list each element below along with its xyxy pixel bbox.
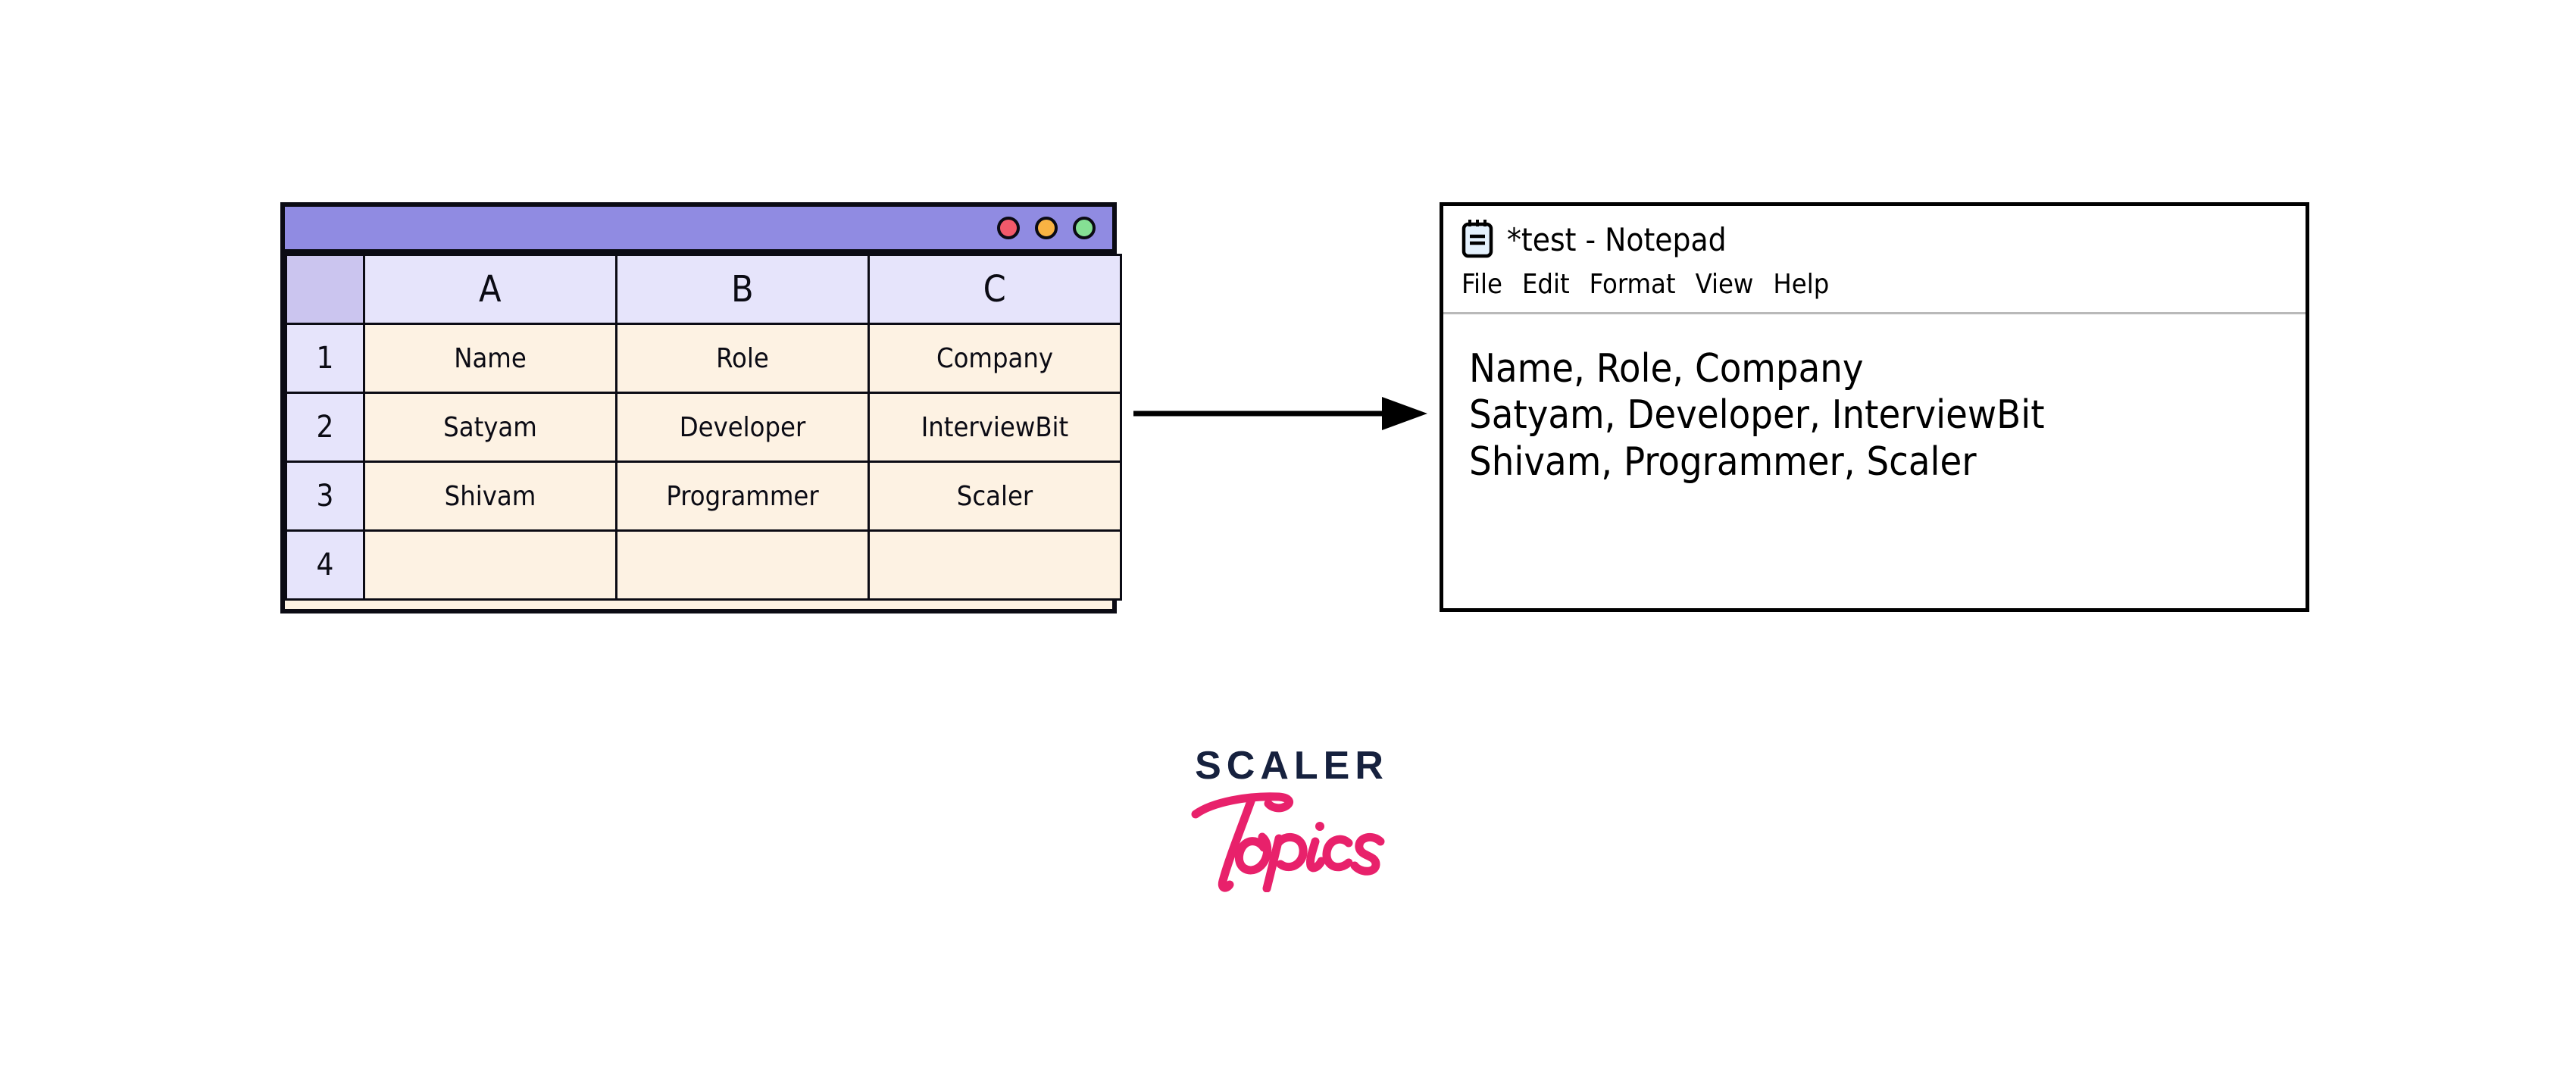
window-controls	[997, 207, 1096, 249]
notepad-text-area[interactable]: Name, Role, Company Satyam, Developer, I…	[1443, 314, 2306, 485]
notepad-window: *test - Notepad File Edit Format View He…	[1440, 202, 2309, 612]
column-header-a[interactable]: A	[363, 254, 617, 325]
logo-topics-text	[1178, 782, 1405, 896]
row-header-4[interactable]: 4	[285, 529, 365, 601]
menu-item-help[interactable]: Help	[1773, 269, 1830, 300]
notepad-line-2: Satyam, Developer, InterviewBit	[1469, 392, 2045, 439]
cell-a2[interactable]: Satyam	[363, 392, 617, 463]
column-header-b[interactable]: B	[615, 254, 870, 325]
minimize-button[interactable]	[1035, 217, 1058, 239]
menu-item-edit[interactable]: Edit	[1521, 269, 1570, 300]
cell-b3[interactable]: Programmer	[615, 461, 870, 532]
row-header-1[interactable]: 1	[285, 323, 365, 394]
cell-a1[interactable]: Name	[363, 323, 617, 394]
notepad-line-1: Name, Role, Company	[1469, 346, 1864, 392]
maximize-button[interactable]	[1073, 217, 1096, 239]
table-row: 1 Name Role Company	[285, 323, 1122, 394]
menu-item-format[interactable]: Format	[1589, 269, 1676, 300]
scaler-topics-logo: SCALER	[1178, 746, 1405, 928]
notepad-titlebar: *test - Notepad	[1443, 217, 2306, 264]
cell-b4[interactable]	[615, 529, 870, 601]
close-button[interactable]	[997, 217, 1020, 239]
table-row: 4	[285, 529, 1122, 601]
spreadsheet-window: A B C 1 Name Role Company 2 Satyam Devel…	[280, 202, 1122, 613]
grid-corner-cell[interactable]	[285, 254, 365, 325]
column-header-row: A B C	[285, 254, 1122, 325]
cell-c4[interactable]	[868, 529, 1122, 601]
logo-scaler-text: SCALER	[1195, 744, 1389, 788]
menu-item-file[interactable]: File	[1462, 269, 1502, 300]
notepad-title-text: *test - Notepad	[1507, 221, 1727, 258]
cell-c2[interactable]: InterviewBit	[868, 392, 1122, 463]
notepad-menubar: File Edit Format View Help	[1443, 264, 2306, 306]
spreadsheet-grid: A B C 1 Name Role Company 2 Satyam Devel…	[285, 254, 1122, 601]
column-header-c[interactable]: C	[868, 254, 1122, 325]
cell-a3[interactable]: Shivam	[363, 461, 617, 532]
row-header-2[interactable]: 2	[285, 392, 365, 463]
notepad-icon	[1460, 218, 1495, 263]
table-row: 2 Satyam Developer InterviewBit	[285, 392, 1122, 463]
cell-c1[interactable]: Company	[868, 323, 1122, 394]
cell-b1[interactable]: Role	[615, 323, 870, 394]
notepad-chrome: *test - Notepad File Edit Format View He…	[1443, 206, 2306, 314]
row-header-3[interactable]: 3	[285, 461, 365, 532]
notepad-line-3: Shivam, Programmer, Scaler	[1469, 439, 1977, 485]
flow-arrow-right	[1133, 394, 1429, 433]
cell-a4[interactable]	[363, 529, 617, 601]
cell-c3[interactable]: Scaler	[868, 461, 1122, 532]
table-row: 3 Shivam Programmer Scaler	[285, 461, 1122, 532]
menu-item-view[interactable]: View	[1695, 269, 1754, 300]
spreadsheet-titlebar	[285, 207, 1112, 254]
cell-b2[interactable]: Developer	[615, 392, 870, 463]
